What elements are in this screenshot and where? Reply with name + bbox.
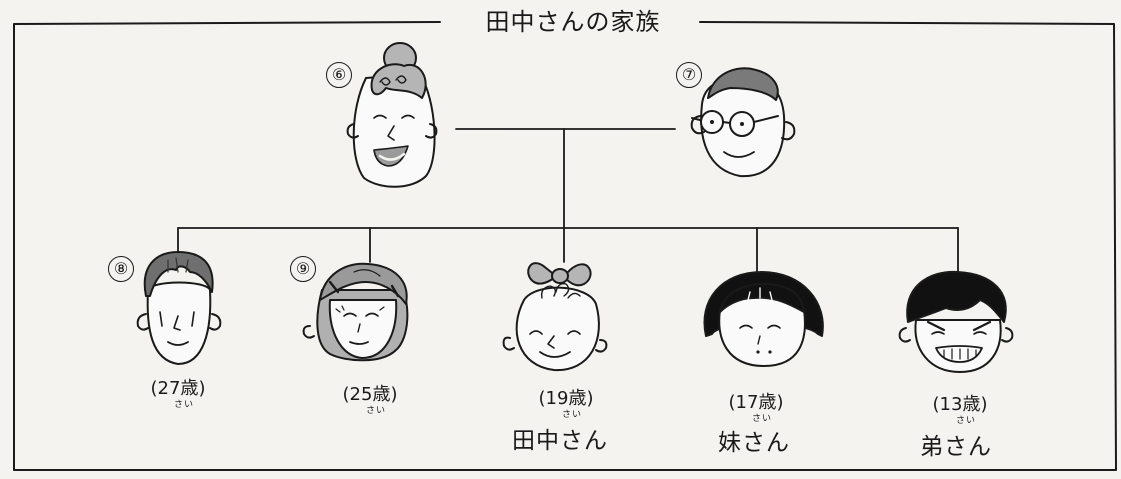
number-marker-9: ⑨ [290, 256, 316, 282]
sister-25-face-icon [302, 262, 409, 362]
furigana-label: さい [751, 414, 772, 424]
name-label-younger-sister: 妹さん [718, 430, 790, 456]
younger-brother-face-icon [898, 270, 1014, 373]
furigana-label: さい [561, 410, 582, 420]
younger-sister-face-icon [703, 271, 824, 367]
age-label-25: (25歳) [342, 384, 398, 405]
furigana-label: さい [955, 416, 976, 426]
furigana-label: さい [365, 406, 386, 416]
age-label-13: (13歳) [932, 394, 988, 415]
number-marker-8: ⑧ [108, 256, 134, 282]
name-label-younger-brother: 弟さん [920, 434, 992, 460]
grandfather-face-icon [690, 67, 796, 178]
age-label-27: (27歳) [150, 378, 206, 399]
brother-27-face-icon [136, 251, 222, 365]
frame-border [13, 21, 1117, 471]
age-label-19: (19歳) [538, 388, 594, 409]
diagram-title: 田中さんの家族 [448, 4, 698, 40]
name-label-tanaka: 田中さん [512, 428, 608, 454]
tree-lines [177, 128, 959, 277]
furigana-label: さい [173, 400, 194, 410]
tanaka-san-face-icon [502, 262, 608, 372]
number-marker-7: ⑦ [676, 62, 702, 88]
number-marker-6: ⑥ [326, 62, 352, 88]
age-label-17: (17歳) [728, 392, 784, 413]
grandmother-face-icon [346, 42, 438, 188]
